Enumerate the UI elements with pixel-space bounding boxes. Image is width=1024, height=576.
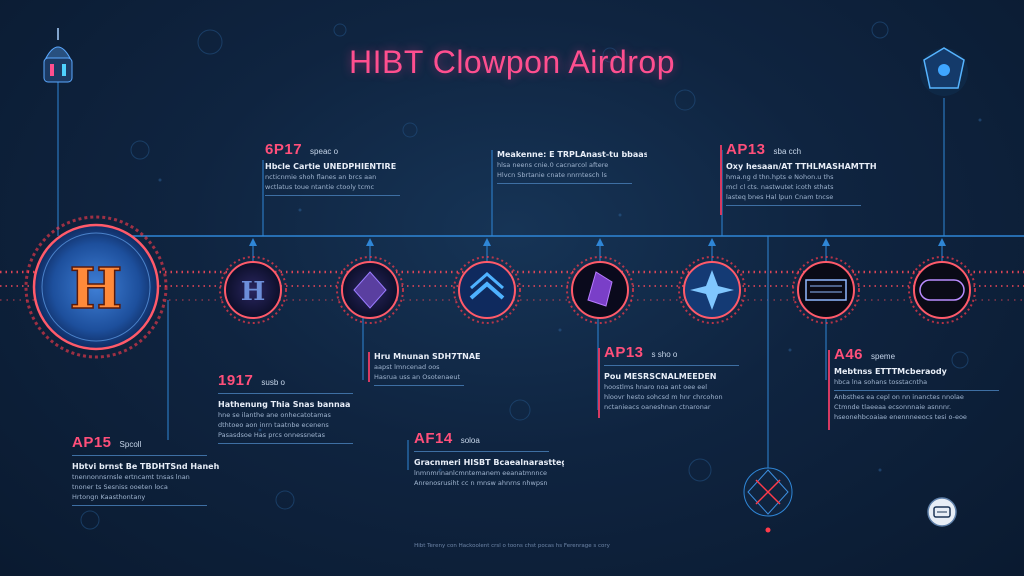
event-title: Meakenne: E TRPLAnast-tu bbaas <box>497 150 647 159</box>
event-title: Hathenung Thia Snas bannaa <box>218 400 351 409</box>
svg-text:H: H <box>241 277 266 307</box>
event-title: Pou MESRSCNALMEEDEN <box>604 372 717 381</box>
node-5 <box>678 256 746 324</box>
event-title: Gracnmeri HISBT Bcaealnarastteg <box>414 458 564 467</box>
node-6 <box>792 256 860 324</box>
event-title: Hbcle Cartie UNEDPHIENTIRE <box>265 162 397 171</box>
ticket-badge-icon <box>927 497 957 527</box>
divider <box>72 505 207 506</box>
node-4 <box>566 256 634 324</box>
divider <box>374 385 464 386</box>
node-7 <box>908 256 976 324</box>
divider <box>414 451 549 452</box>
event-title: Hbtvi brnst Be TBDHTSnd Haneh <box>72 462 220 471</box>
footer-note: Hibt Tereny con Hackoolent crsl o toons … <box>414 543 610 549</box>
page-title: HIBT Clowpon Airdrop <box>349 44 675 80</box>
event-title: Hru Mnunan SDH7TNAE <box>374 352 481 361</box>
event-title: Mebtnss ETTTMcberaody <box>834 367 947 376</box>
event-title: Oxy hesaan/AT TTHLMASHAMTTHSSENE <box>726 162 876 171</box>
divider <box>604 365 739 366</box>
node-1: H <box>219 256 287 324</box>
divider <box>265 195 400 196</box>
divider <box>497 183 632 184</box>
divider <box>218 443 353 444</box>
divider <box>834 390 999 391</box>
divider <box>72 455 207 456</box>
node-hibt-main: H <box>24 215 168 359</box>
crest-ornament <box>920 47 968 96</box>
event-block-mid-2: Hru Mnunan SDH7TNAE aapst lmncenad oos H… <box>368 348 524 386</box>
node-2 <box>336 256 404 324</box>
node-3 <box>453 256 521 324</box>
divider <box>726 205 861 206</box>
bottom-compass-ornament <box>743 467 793 533</box>
event-block-top-2: Meakenne: E TRPLAnast-tu bbaas hlsa neen… <box>497 146 647 184</box>
tower-ornament <box>43 28 73 83</box>
divider <box>218 393 353 394</box>
svg-text:H: H <box>70 256 123 322</box>
